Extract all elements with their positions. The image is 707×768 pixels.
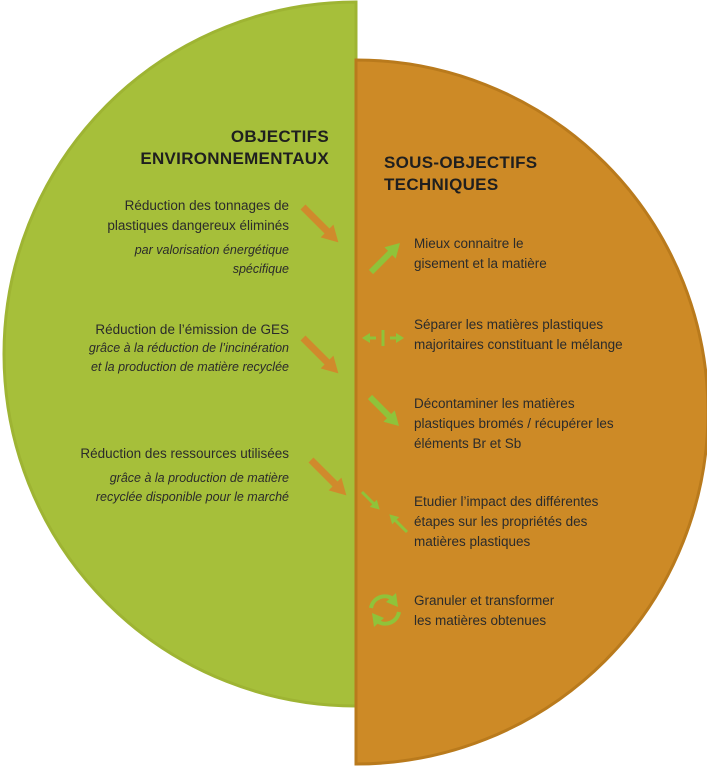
env-objective-1-detail: par valorisation énergétique spécifique	[135, 241, 289, 279]
tech-subobjective-3: Décontaminer les matières plastiques bro…	[414, 394, 614, 454]
technical-subobjectives-half	[354, 58, 707, 766]
title-line: SOUS-OBJECTIFS	[384, 153, 538, 172]
objective-detail: spécifique	[232, 262, 289, 276]
title-line: OBJECTIFS	[230, 127, 329, 146]
title-line: ENVIRONNEMENTAUX	[140, 149, 329, 168]
subobjective-text: matières plastiques	[414, 534, 531, 549]
objective-detail: et la production de matière recyclée	[90, 360, 289, 374]
tech-subobjective-2: Séparer les matières plastiques majorita…	[414, 315, 623, 355]
env-objective-2: Réduction de l’émission de GES	[95, 320, 289, 340]
tech-subobjective-1: Mieux connaitre le gisement et la matièr…	[414, 234, 547, 274]
env-objective-2-detail: grâce à la réduction de l’incinération e…	[89, 339, 289, 377]
subobjective-text: plastiques bromés / récupérer les	[414, 416, 614, 431]
converging-arrows-icon	[360, 490, 409, 534]
recycle-icon	[369, 593, 401, 627]
objective-detail: grâce à la réduction de l’incinération	[88, 341, 289, 355]
arrow-up-right-icon	[368, 243, 400, 275]
subobjective-text: Mieux connaitre le	[414, 236, 524, 251]
objective-text: Réduction de l’émission de GES	[95, 322, 289, 337]
subobjective-text: Décontaminer les matières	[414, 396, 575, 411]
objective-text: Réduction des tonnages de	[124, 198, 289, 213]
subobjective-text: les matières obtenues	[414, 613, 547, 628]
subobjective-text: Etudier l’impact des différentes	[414, 494, 599, 509]
orange-arrow-icon	[308, 457, 347, 496]
subobjective-text: éléments Br et Sb	[414, 436, 522, 451]
arrow-down-right-icon	[367, 394, 399, 426]
environmental-objectives-title: OBJECTIFS ENVIRONNEMENTAUX	[140, 126, 329, 170]
subobjective-text: étapes sur les propriétés des	[414, 514, 588, 529]
subobjective-text: majoritaires constituant le mélange	[414, 337, 623, 352]
objective-detail: par valorisation énergétique	[134, 243, 289, 257]
subobjective-text: Granuler et transformer	[414, 593, 555, 608]
split-arrows-icon	[362, 330, 404, 346]
subobjective-text: Séparer les matières plastiques	[414, 317, 604, 332]
technical-subobjectives-title: SOUS-OBJECTIFS TECHNIQUES	[384, 152, 537, 196]
env-objective-3: Réduction des ressources utilisées	[80, 444, 289, 464]
environmental-objectives-half	[2, 0, 358, 708]
tech-subobjective-4: Etudier l’impact des différentes étapes …	[414, 492, 598, 552]
orange-arrow-icon	[300, 204, 339, 243]
subobjective-text: gisement et la matière	[414, 256, 547, 271]
objective-text: Réduction des ressources utilisées	[80, 446, 289, 461]
orange-arrow-icon	[300, 335, 339, 374]
objective-detail: grâce à la production de matière	[109, 471, 289, 485]
objective-text: plastiques dangereux éliminés	[107, 218, 289, 233]
objective-detail: recyclée disponible pour le marché	[95, 490, 289, 504]
env-objective-3-detail: grâce à la production de matière recyclé…	[96, 469, 289, 507]
env-objective-1: Réduction des tonnages de plastiques dan…	[107, 196, 289, 236]
tech-subobjective-5: Granuler et transformer les matières obt…	[414, 591, 554, 631]
title-line: TECHNIQUES	[384, 175, 499, 194]
